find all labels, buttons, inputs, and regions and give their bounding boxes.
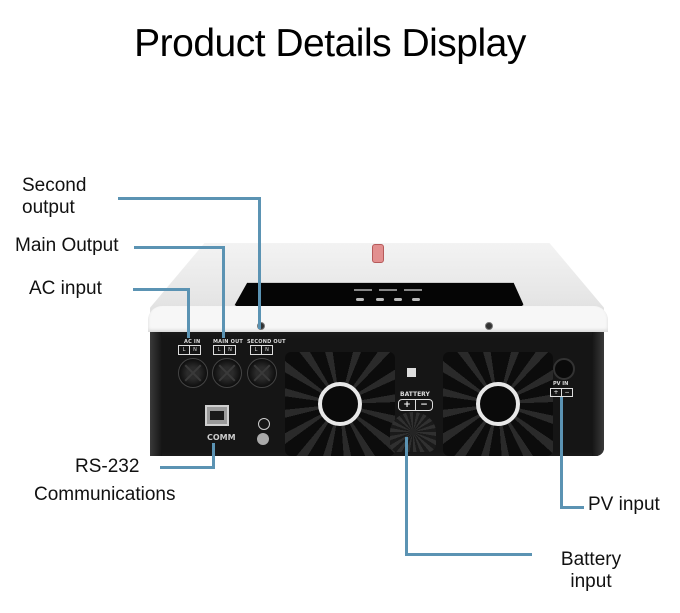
ground-screw-icon [257,433,269,445]
screw-icon [485,322,493,330]
pin-n: N [193,347,197,353]
callout-line-rs232 [212,443,215,468]
ac-in-label: AC IN [184,339,201,345]
cable-gland-icon [247,358,277,388]
pin-l: L [214,346,225,354]
pv-negative: − [564,389,570,396]
panel-edge [150,332,162,456]
callout-rs232: RS-232 [75,456,139,478]
battery-negative: − [420,400,428,410]
display-text [404,289,422,291]
callout-line-rs232 [160,466,215,469]
callout-line-second-output [258,197,261,329]
callout-ac-input: AC input [29,278,102,299]
display-text [379,289,397,291]
cable-gland-icon [212,358,242,388]
indicator-icon [412,298,420,301]
rj45-port-icon [205,405,229,426]
callout-text: input [570,571,612,592]
pv-gland-icon [553,358,575,380]
second-out-label: SECOND OUT [247,339,286,345]
callout-text: Battery [560,549,622,570]
pv-positive: + [551,389,562,396]
ac-in-terminal: L N [178,345,201,355]
battery-label: BATTERY [400,391,430,398]
cooling-fan-left [285,352,395,456]
callout-line-ac-input [187,288,190,338]
callout-line-main-output [134,246,224,249]
callout-pv-input: PV input [588,494,660,515]
callout-line-pv [560,397,563,508]
screw-icon [257,322,265,330]
pv-terminal: + − [550,388,573,397]
callout-line-second-output [118,197,260,200]
fan-hub-icon [318,382,362,426]
callout-line-pv [560,506,584,509]
display-text [354,289,372,291]
comm-label: COMM [207,433,236,442]
power-button [372,244,384,263]
cooling-fan-right [443,352,553,456]
cable-gland-icon [178,358,208,388]
fan-hub-icon [476,382,520,426]
indicator-icon [394,298,402,301]
callout-text: output [22,197,75,218]
callout-text: RS-232 [75,456,140,477]
pin-l: L [179,346,190,354]
indicator-icon [376,298,384,301]
indicator-icon [356,298,364,301]
battery-terminal: + − [398,399,433,411]
battery-gland-icon [390,412,436,452]
device-top-lip [148,306,608,332]
second-out-terminal: L N [250,345,273,355]
battery-positive: + [399,400,416,410]
main-out-terminal: L N [213,345,236,355]
pin-l: L [251,346,262,354]
main-out-label: MAIN OUT [213,339,243,345]
callout-text: Second [22,175,87,196]
callout-battery-input: Battery input [556,549,626,593]
callout-line-battery [405,553,532,556]
lcd-display [233,282,525,308]
callout-rs232-sub: Communications [34,484,176,505]
pin-n: N [228,347,232,353]
panel-edge [592,332,604,456]
page-title: Product Details Display [134,22,526,65]
pin-n: N [265,347,269,353]
pv-in-label: PV IN [553,381,569,387]
callout-line-battery [405,437,408,555]
callout-line-main-output [222,246,225,338]
callout-line-ac-input [133,288,189,291]
callout-second-output: Second output [22,175,86,219]
qr-sticker [407,368,416,377]
callout-main-output: Main Output [15,235,119,256]
ground-icon [258,418,270,430]
